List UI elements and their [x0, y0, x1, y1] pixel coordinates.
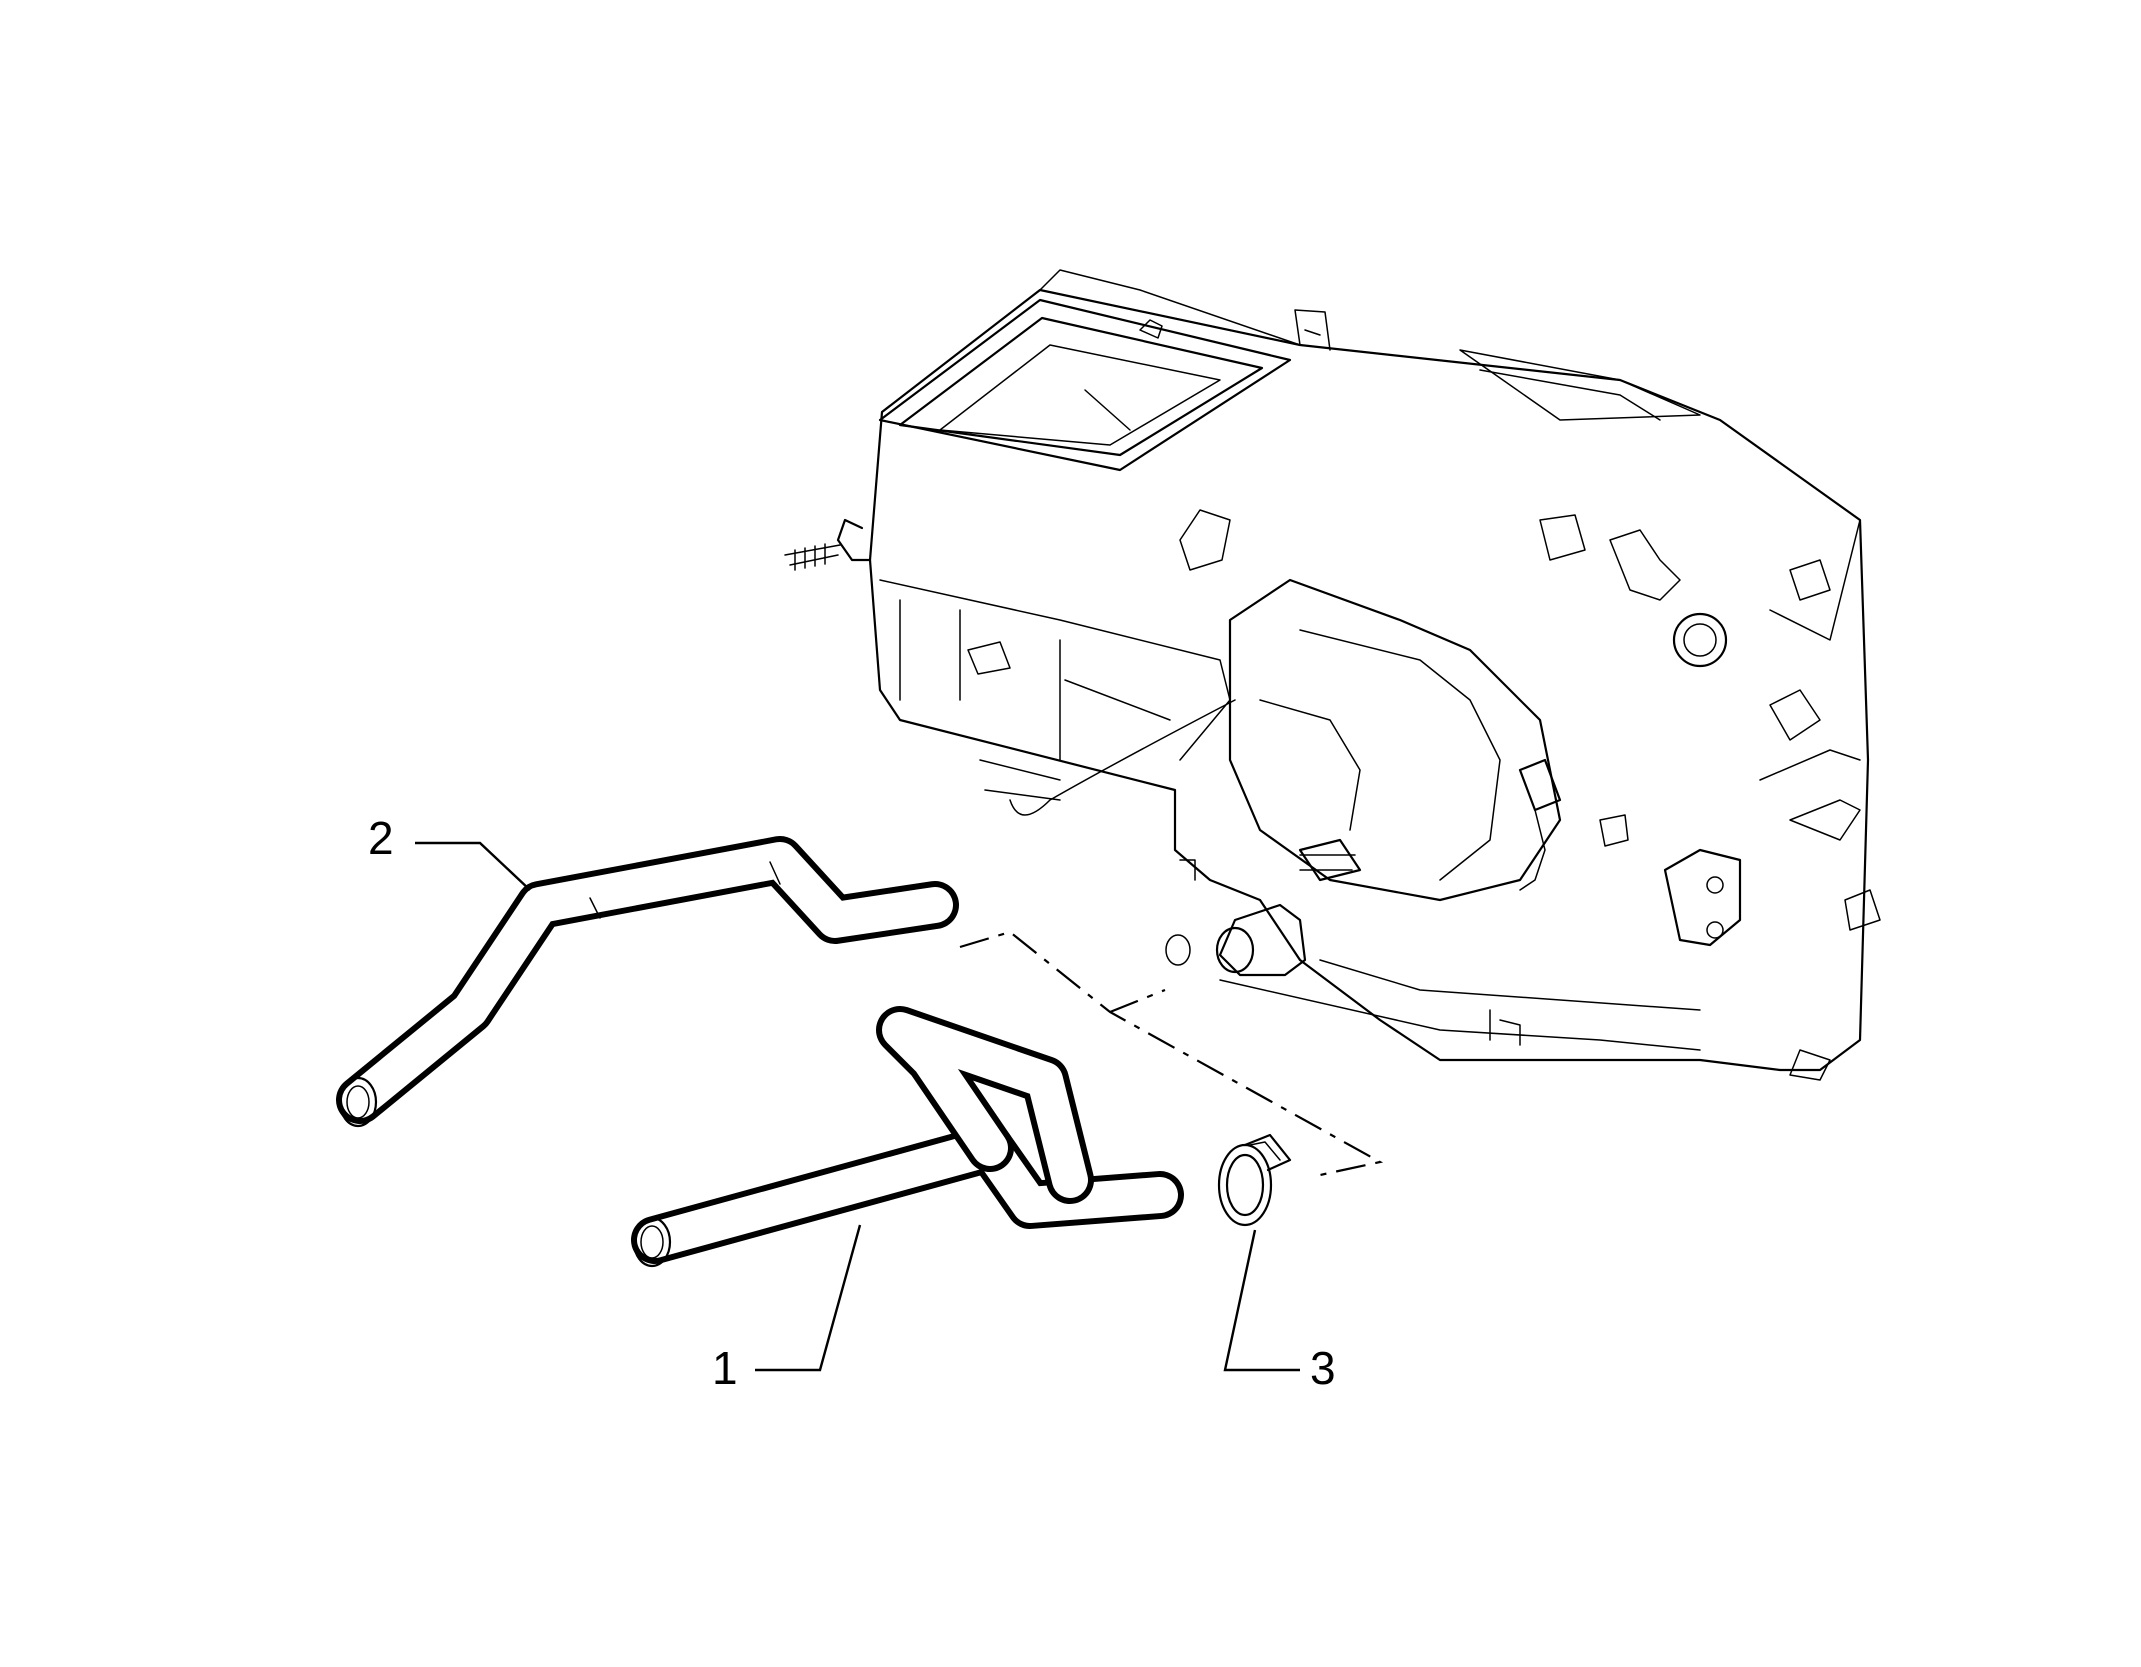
hose-2: [336, 836, 959, 1128]
callout-2: 2: [368, 812, 394, 864]
callout-1: 1: [712, 1342, 738, 1394]
leader-line-3: [1223, 1229, 1300, 1372]
leader-line-2: [415, 841, 531, 891]
hose-clamp-3: [1217, 1133, 1292, 1227]
leader-lines: [415, 841, 1300, 1372]
leader-line-1: [755, 1224, 862, 1372]
callout-3: 3: [1310, 1342, 1336, 1394]
assembly-lines: [959, 930, 1384, 1177]
heater-housing: [784, 269, 1881, 1081]
hose-1: [631, 1006, 1184, 1268]
